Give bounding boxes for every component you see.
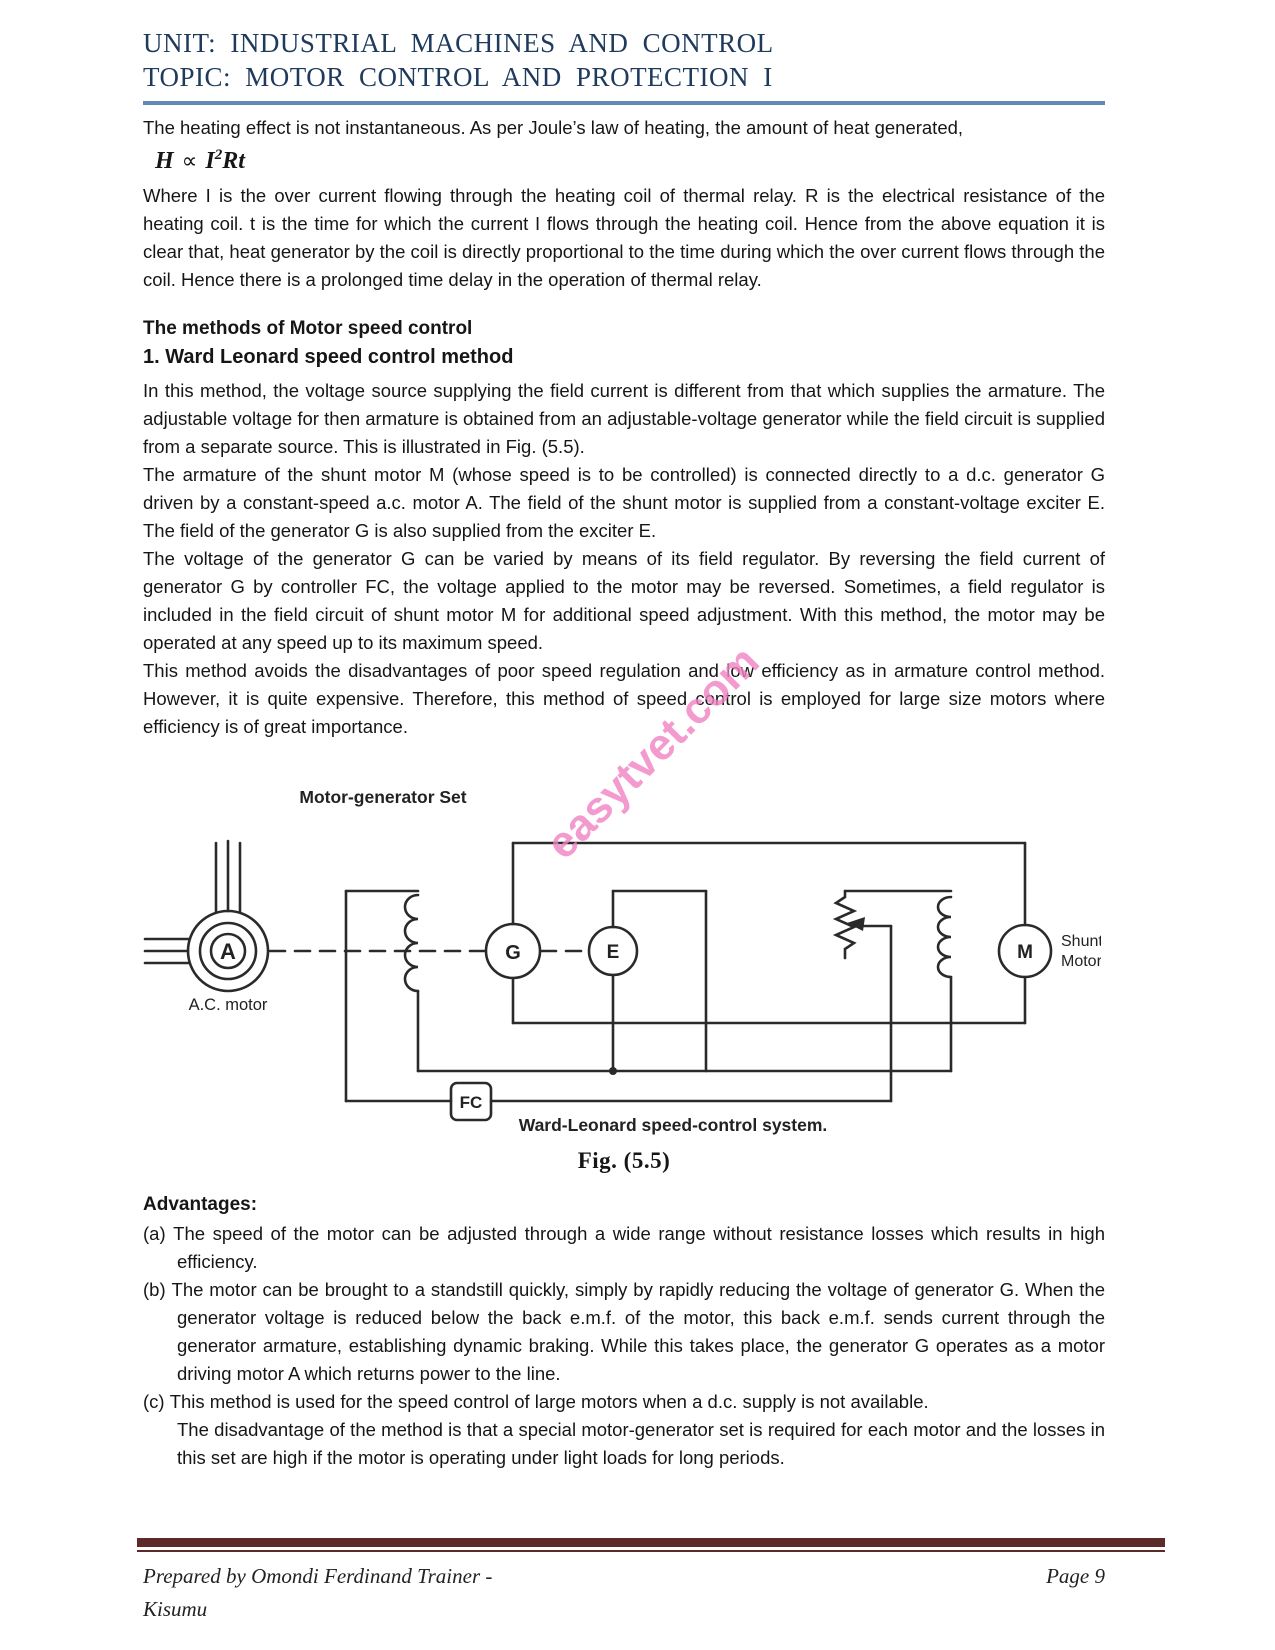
list-item-c-text: This method is used for the speed contro… xyxy=(169,1391,929,1412)
list-item-a-label: (a) xyxy=(143,1223,166,1244)
page-title-unit: UNIT: INDUSTRIAL MACHINES AND CONTROL xyxy=(143,28,774,58)
footer: Prepared by Omondi Ferdinand Trainer - K… xyxy=(143,1560,1105,1626)
page-title-topic: TOPIC: MOTOR CONTROL AND PROTECTION I xyxy=(143,62,773,92)
list-item-b: (b) The motor can be brought to a stands… xyxy=(143,1276,1105,1388)
generator-symbol xyxy=(484,841,542,1025)
advantages-heading: Advantages: xyxy=(143,1194,258,1215)
paragraph-joule-explanation: Where I is the over current flowing thro… xyxy=(143,185,1105,290)
figure-caption: Ward-Leonard speed-control system. xyxy=(519,1115,828,1135)
header-rule xyxy=(143,101,1105,105)
list-item-b-label: (b) xyxy=(143,1279,166,1300)
list-item-a: (a) The speed of the motor can be adjust… xyxy=(143,1220,1105,1276)
heading-methods: The methods of Motor speed control xyxy=(143,318,473,339)
label-ac-motor: A.C. motor xyxy=(189,996,268,1014)
paragraph-ward-4: This method avoids the disadvantages of … xyxy=(143,660,1105,737)
label-g: G xyxy=(505,942,521,964)
footer-page-number: Page 9 xyxy=(1046,1564,1105,1588)
generator-field-coil xyxy=(344,889,420,1103)
armature-bus-wires xyxy=(511,841,1027,1025)
joule-formula: H ∝ I2Rt xyxy=(155,147,1105,175)
label-shunt-line1: Shunt xyxy=(1061,933,1101,950)
doc-header: UNIT: INDUSTRIAL MACHINES AND CONTROL TO… xyxy=(143,0,1105,105)
list-item-c-continuation: The disadvantage of the method is that a… xyxy=(177,1419,1105,1468)
figure-number: Fig. (5.5) xyxy=(577,1148,671,1173)
label-shunt-line2: Motor xyxy=(1061,953,1101,970)
figure-ward-leonard: Motor-generator Set A A.C. motor G E M S… xyxy=(143,779,1105,1174)
label-motor-generator-set: Motor-generator Set xyxy=(299,787,466,807)
label-e: E xyxy=(607,942,620,963)
paragraph-ward-3: The voltage of the generator G can be va… xyxy=(143,548,1105,653)
motor-field-coil xyxy=(936,895,953,1073)
list-item-a-text: The speed of the motor can be adjusted t… xyxy=(173,1223,1105,1272)
formula-exponent: 2 xyxy=(214,147,223,163)
footer-divider xyxy=(137,1538,1165,1552)
ward-leonard-diagram: Motor-generator Set A A.C. motor G E M S… xyxy=(143,787,1103,1135)
proportional-symbol: ∝ xyxy=(181,148,198,173)
shunt-motor-symbol xyxy=(997,923,1053,979)
heading-ward-leonard: 1. Ward Leonard speed control method xyxy=(143,346,514,368)
formula-base: I xyxy=(205,148,215,174)
rheostat-symbol xyxy=(832,889,953,1103)
footer-prepared-line1: Prepared by Omondi Ferdinand Trainer - xyxy=(143,1564,493,1588)
list-item-c-label: (c) xyxy=(143,1391,165,1412)
label-a: A xyxy=(220,939,236,964)
label-m: M xyxy=(1017,942,1033,963)
label-fc: FC xyxy=(460,1093,483,1112)
paragraph-ward-1: In this method, the voltage source suppl… xyxy=(143,380,1105,457)
paragraph-intro: The heating effect is not instantaneous.… xyxy=(143,117,964,138)
paragraph-ward-2: The armature of the shunt motor M (whose… xyxy=(143,464,1105,541)
list-item-b-text: The motor can be brought to a standstill… xyxy=(171,1279,1105,1384)
fc-box xyxy=(449,1081,493,1122)
field-circuit-wires xyxy=(344,1067,953,1103)
ac-motor-symbol xyxy=(143,839,270,993)
list-item-c: (c) This method is used for the speed co… xyxy=(143,1388,1105,1416)
exciter-symbol xyxy=(587,889,708,1073)
formula-rest: Rt xyxy=(222,148,245,174)
formula-lhs: H xyxy=(155,148,174,174)
footer-prepared-line2: Kisumu xyxy=(143,1597,208,1621)
